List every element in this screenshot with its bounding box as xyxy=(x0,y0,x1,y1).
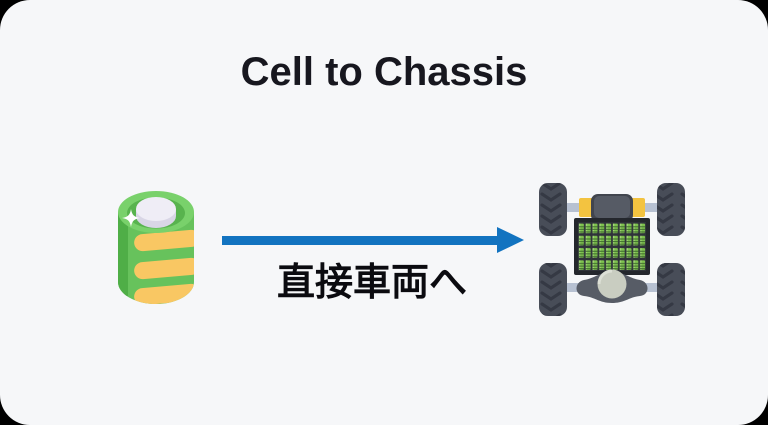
arrow-label: 直接車両へ xyxy=(276,262,468,304)
chassis-icon xyxy=(539,183,685,316)
motor-icon xyxy=(591,194,633,222)
arrow-head xyxy=(497,227,524,253)
battery-cell-icon xyxy=(118,191,194,304)
sparkle-icon xyxy=(122,209,140,227)
page-title: Cell to Chassis xyxy=(240,50,528,94)
tire-icon xyxy=(539,183,685,316)
coupler-left xyxy=(579,198,593,217)
coupler-right xyxy=(631,198,645,217)
arrow-shaft xyxy=(222,236,498,245)
battery-pack-icon xyxy=(574,218,650,275)
differential-icon xyxy=(576,269,648,303)
